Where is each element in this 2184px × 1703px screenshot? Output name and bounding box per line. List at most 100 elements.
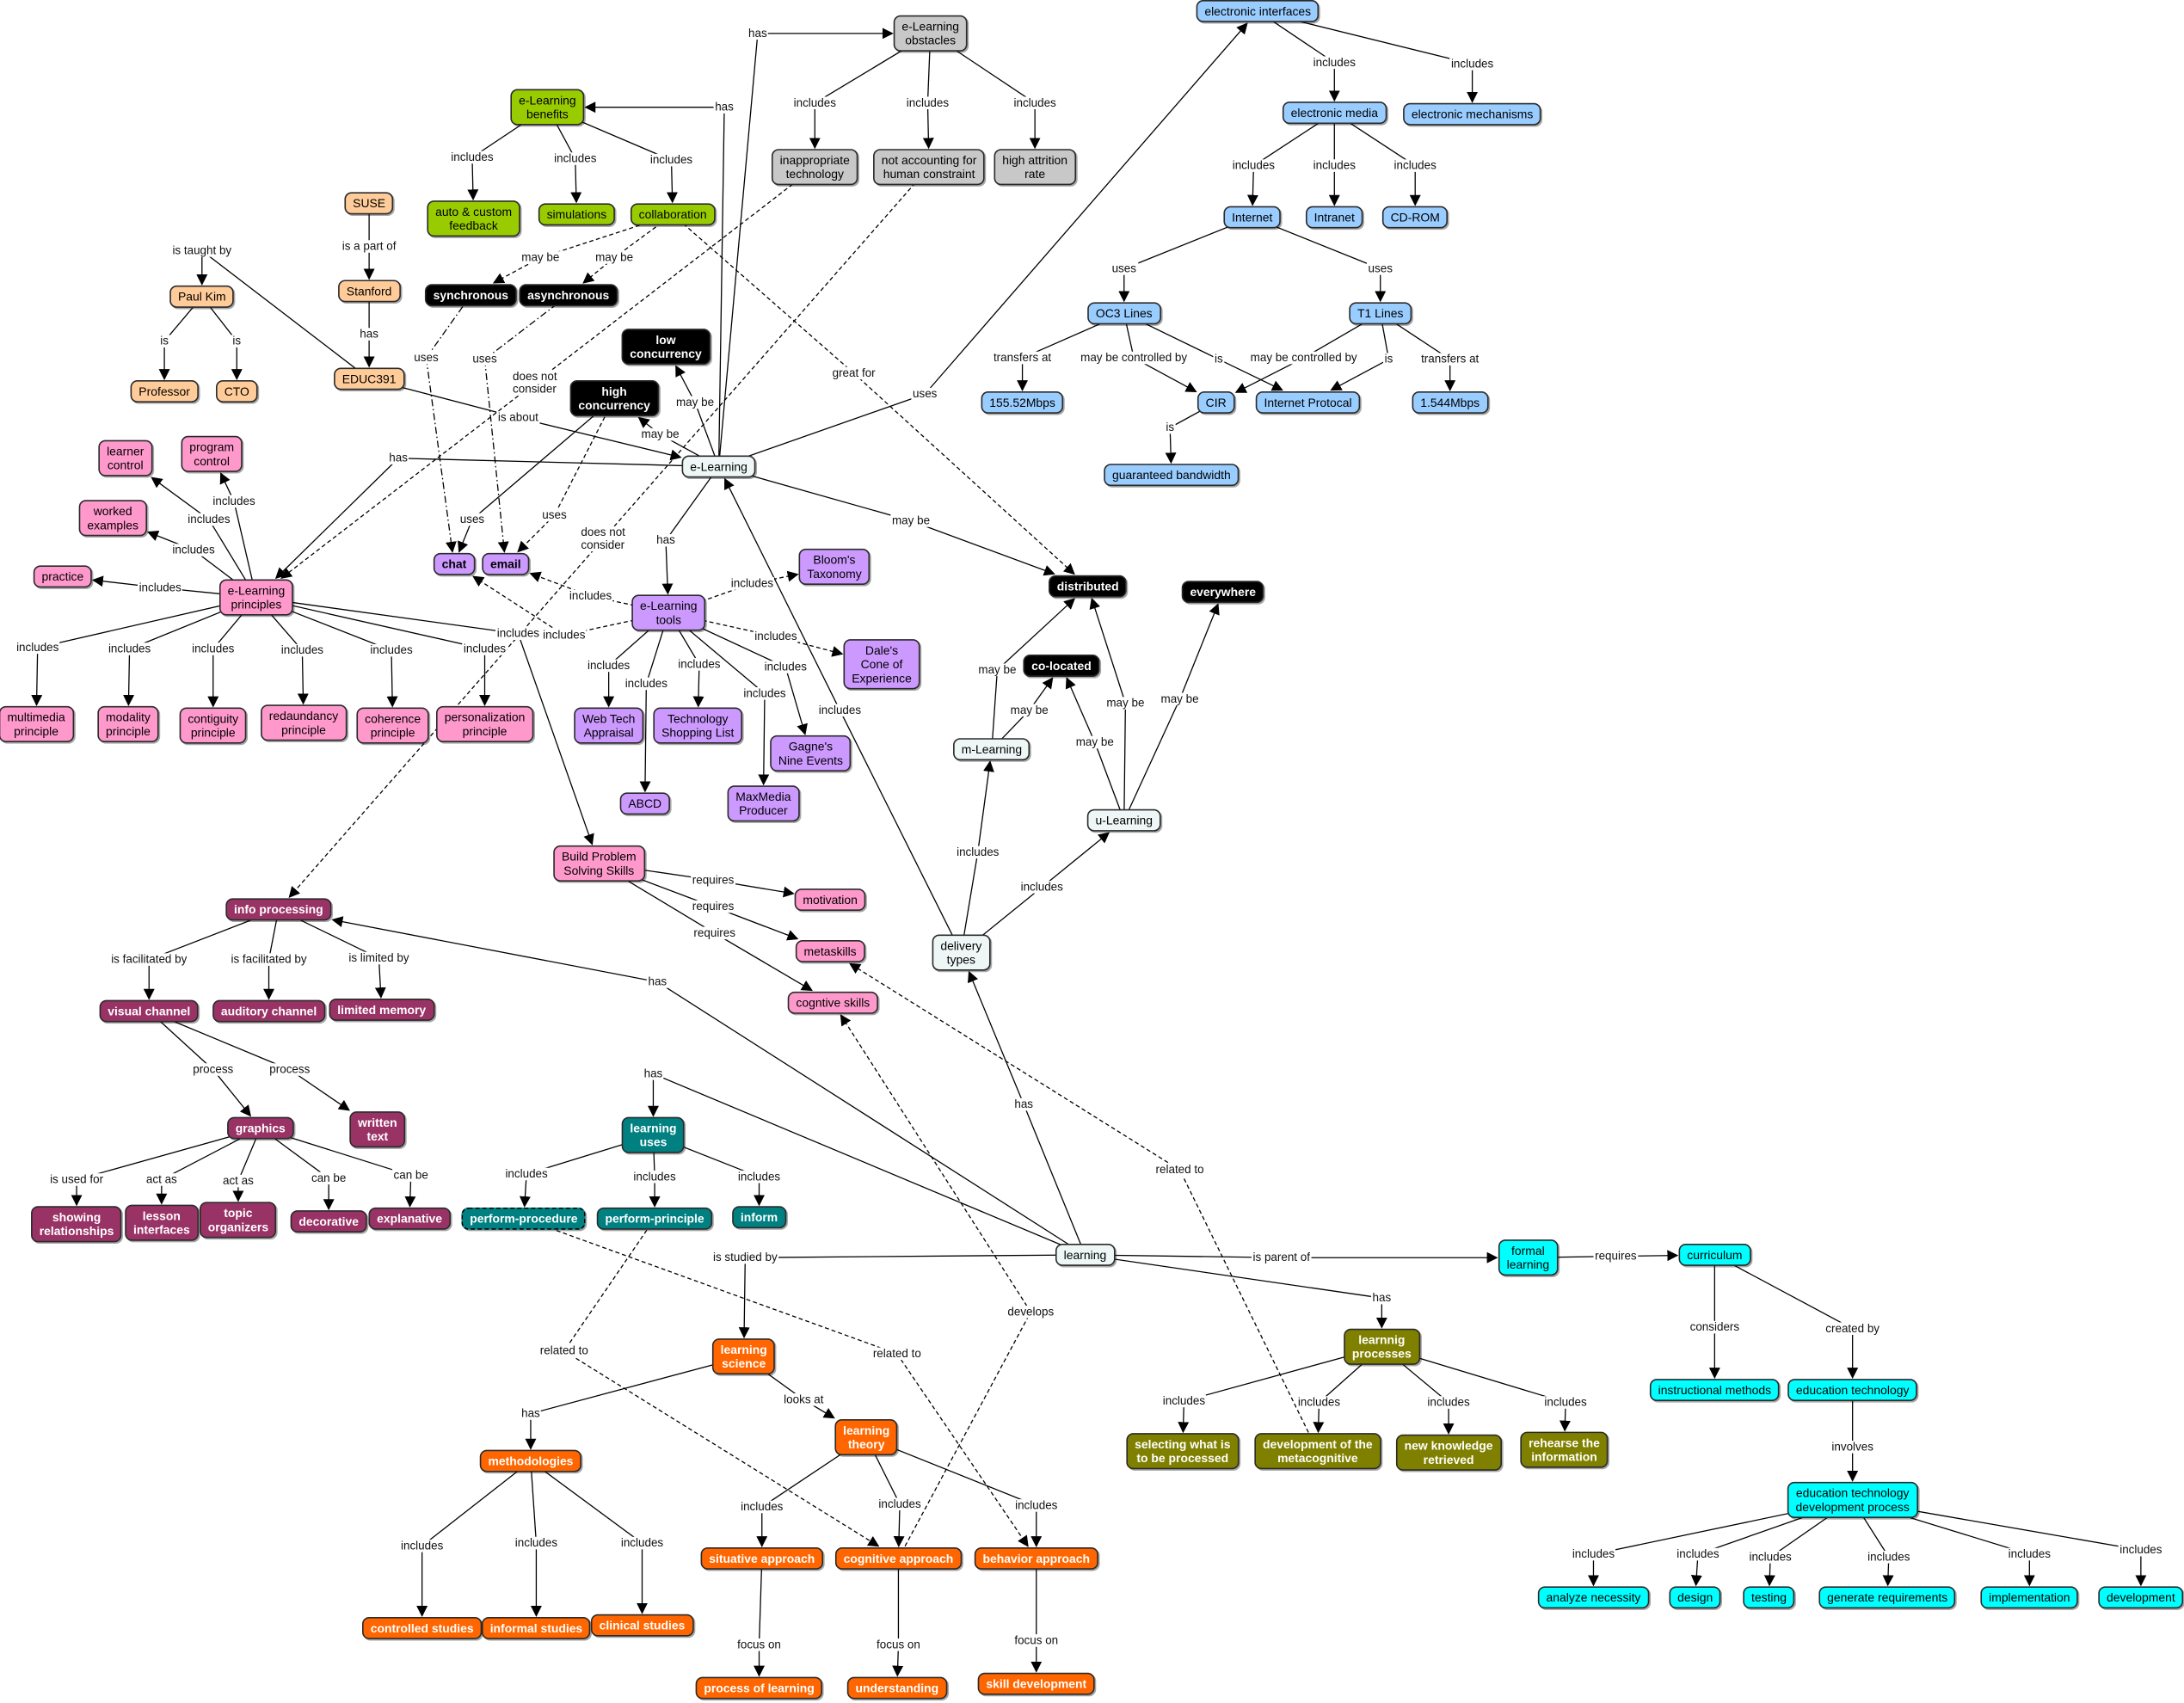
linking-phrase[interactable]: may be [639, 427, 681, 441]
linking-phrase[interactable]: includes [1866, 1549, 1912, 1564]
concept-etdp[interactable]: education technology development process [1787, 1481, 1918, 1519]
linking-phrase[interactable]: includes [1542, 1394, 1589, 1410]
concept-pers[interactable]: personalization principle [435, 705, 534, 743]
linking-phrase[interactable]: requires [692, 925, 737, 940]
concept-meth[interactable]: methodologies [479, 1449, 582, 1472]
linking-phrase[interactable]: is about [496, 409, 540, 425]
concept-ben[interactable]: e-Learning benefits [510, 89, 585, 126]
concept-elp[interactable]: e-Learning principles [218, 579, 293, 616]
linking-phrase[interactable]: includes [1425, 1394, 1472, 1410]
concept-pc[interactable]: program control [181, 435, 243, 473]
concept-stan[interactable]: Stanford [338, 280, 401, 303]
concept-und[interactable]: understanding [846, 1676, 947, 1700]
concept-et[interactable]: education technology [1787, 1379, 1918, 1402]
linking-phrase[interactable]: transfers at [1419, 351, 1480, 366]
linking-phrase[interactable]: includes [280, 642, 325, 657]
concept-ls[interactable]: learning science [711, 1338, 776, 1375]
linking-phrase[interactable]: includes [1571, 1546, 1616, 1561]
linking-phrase[interactable]: includes [955, 845, 1001, 859]
concept-inform[interactable]: inform [732, 1206, 786, 1229]
concept-webtech[interactable]: Web Tech Appraisal [574, 707, 644, 744]
linking-phrase[interactable]: includes [586, 658, 631, 673]
linking-phrase[interactable]: related to [871, 1345, 923, 1361]
linking-phrase[interactable]: has [747, 25, 769, 40]
concept-auto[interactable]: auto & custom feedback [427, 200, 520, 237]
linking-phrase[interactable]: related to [1154, 1162, 1206, 1177]
linking-phrase[interactable]: does not consider [511, 368, 559, 397]
linking-phrase[interactable]: is [231, 333, 243, 348]
linking-phrase[interactable]: includes [739, 1499, 785, 1514]
linking-phrase[interactable]: includes [649, 152, 694, 167]
concept-chat[interactable]: chat [433, 552, 475, 575]
concept-sim[interactable]: simulations [538, 203, 615, 226]
linking-phrase[interactable]: is a part of [341, 238, 398, 254]
linking-phrase[interactable]: has [1370, 1290, 1393, 1305]
concept-emech[interactable]: electronic mechanisms [1403, 102, 1542, 126]
linking-phrase[interactable]: is taught by [170, 243, 233, 257]
linking-phrase[interactable]: related to [538, 1343, 590, 1358]
concept-dev[interactable]: development [2098, 1586, 2184, 1609]
linking-phrase[interactable]: requires [1593, 1248, 1639, 1263]
concept-dale[interactable]: Dale's Cone of Experience [843, 639, 920, 690]
linking-phrase[interactable]: includes [1747, 1549, 1793, 1564]
linking-phrase[interactable]: may be [890, 513, 932, 528]
concept-mot[interactable]: motivation [794, 888, 866, 912]
linking-phrase[interactable]: includes [763, 659, 809, 674]
concept-coloc[interactable]: co-located [1023, 655, 1100, 678]
linking-phrase[interactable]: created by [1824, 1320, 1881, 1336]
concept-cont[interactable]: contiguity principle [179, 707, 247, 744]
linking-phrase[interactable]: includes [541, 627, 588, 642]
concept-inet[interactable]: Internet [1223, 206, 1282, 229]
concept-cir[interactable]: CIR [1197, 390, 1235, 414]
concept-prac[interactable]: practice [33, 565, 92, 588]
linking-phrase[interactable]: includes [624, 676, 669, 691]
concept-mm[interactable]: multimedia principle [0, 705, 74, 743]
linking-phrase[interactable]: includes [568, 588, 613, 603]
concept-reh[interactable]: rehearse the information [1520, 1431, 1609, 1468]
concept-notacc[interactable]: not accounting for human constraint [873, 149, 986, 186]
linking-phrase[interactable]: includes [631, 1169, 678, 1183]
concept-intra[interactable]: Intranet [1305, 206, 1363, 229]
linking-phrase[interactable]: is [1164, 420, 1176, 434]
linking-phrase[interactable]: includes [619, 1535, 665, 1550]
linking-phrase[interactable]: uses [540, 507, 569, 522]
linking-phrase[interactable]: focus on [875, 1637, 922, 1651]
concept-maxm[interactable]: MaxMedia Producer [727, 785, 800, 822]
linking-phrase[interactable]: includes [905, 95, 951, 110]
linking-phrase[interactable]: includes [2118, 1542, 2164, 1557]
concept-sa[interactable]: situative approach [700, 1547, 823, 1570]
concept-gen[interactable]: generate requirements [1818, 1586, 1956, 1609]
linking-phrase[interactable]: requires [691, 899, 735, 913]
concept-gagne[interactable]: Gagne's Nine Events [770, 735, 852, 772]
linking-phrase[interactable]: great for [830, 365, 877, 380]
linking-phrase[interactable]: includes [817, 702, 863, 717]
linking-phrase[interactable]: includes [736, 1169, 782, 1183]
linking-phrase[interactable]: may be controlled by [1079, 350, 1189, 365]
linking-phrase[interactable]: includes [190, 641, 237, 655]
concept-ul[interactable]: u-Learning [1086, 808, 1161, 832]
linking-phrase[interactable]: includes [1012, 95, 1058, 110]
concept-design[interactable]: design [1669, 1586, 1721, 1609]
concept-lim[interactable]: limited memory [329, 999, 434, 1021]
concept-nk[interactable]: new knowledge retrieved [1395, 1434, 1502, 1472]
linking-phrase[interactable]: includes [1675, 1546, 1721, 1561]
linking-phrase[interactable]: includes [676, 656, 723, 671]
linking-phrase[interactable]: includes [753, 629, 799, 643]
linking-phrase[interactable]: has [646, 974, 668, 988]
linking-phrase[interactable]: has [655, 532, 677, 547]
linking-phrase[interactable]: has [1012, 1097, 1035, 1111]
linking-phrase[interactable]: uses [1366, 261, 1394, 275]
linking-phrase[interactable]: uses [911, 386, 939, 401]
linking-phrase[interactable]: is used for [48, 1171, 105, 1186]
concept-fl[interactable]: formal learning [1498, 1239, 1558, 1276]
linking-phrase[interactable]: includes [2007, 1546, 2052, 1561]
linking-phrase[interactable]: includes [15, 639, 60, 655]
linking-phrase[interactable]: includes [741, 686, 788, 700]
concept-sd[interactable]: skill development [977, 1672, 1095, 1695]
concept-mod[interactable]: modality principle [97, 705, 159, 743]
linking-phrase[interactable]: includes [1392, 157, 1438, 173]
linking-phrase[interactable]: includes [495, 625, 541, 641]
linking-phrase[interactable]: has [387, 450, 409, 465]
linking-phrase[interactable]: is [1382, 351, 1394, 366]
concept-low[interactable]: low concurrency [621, 329, 711, 366]
